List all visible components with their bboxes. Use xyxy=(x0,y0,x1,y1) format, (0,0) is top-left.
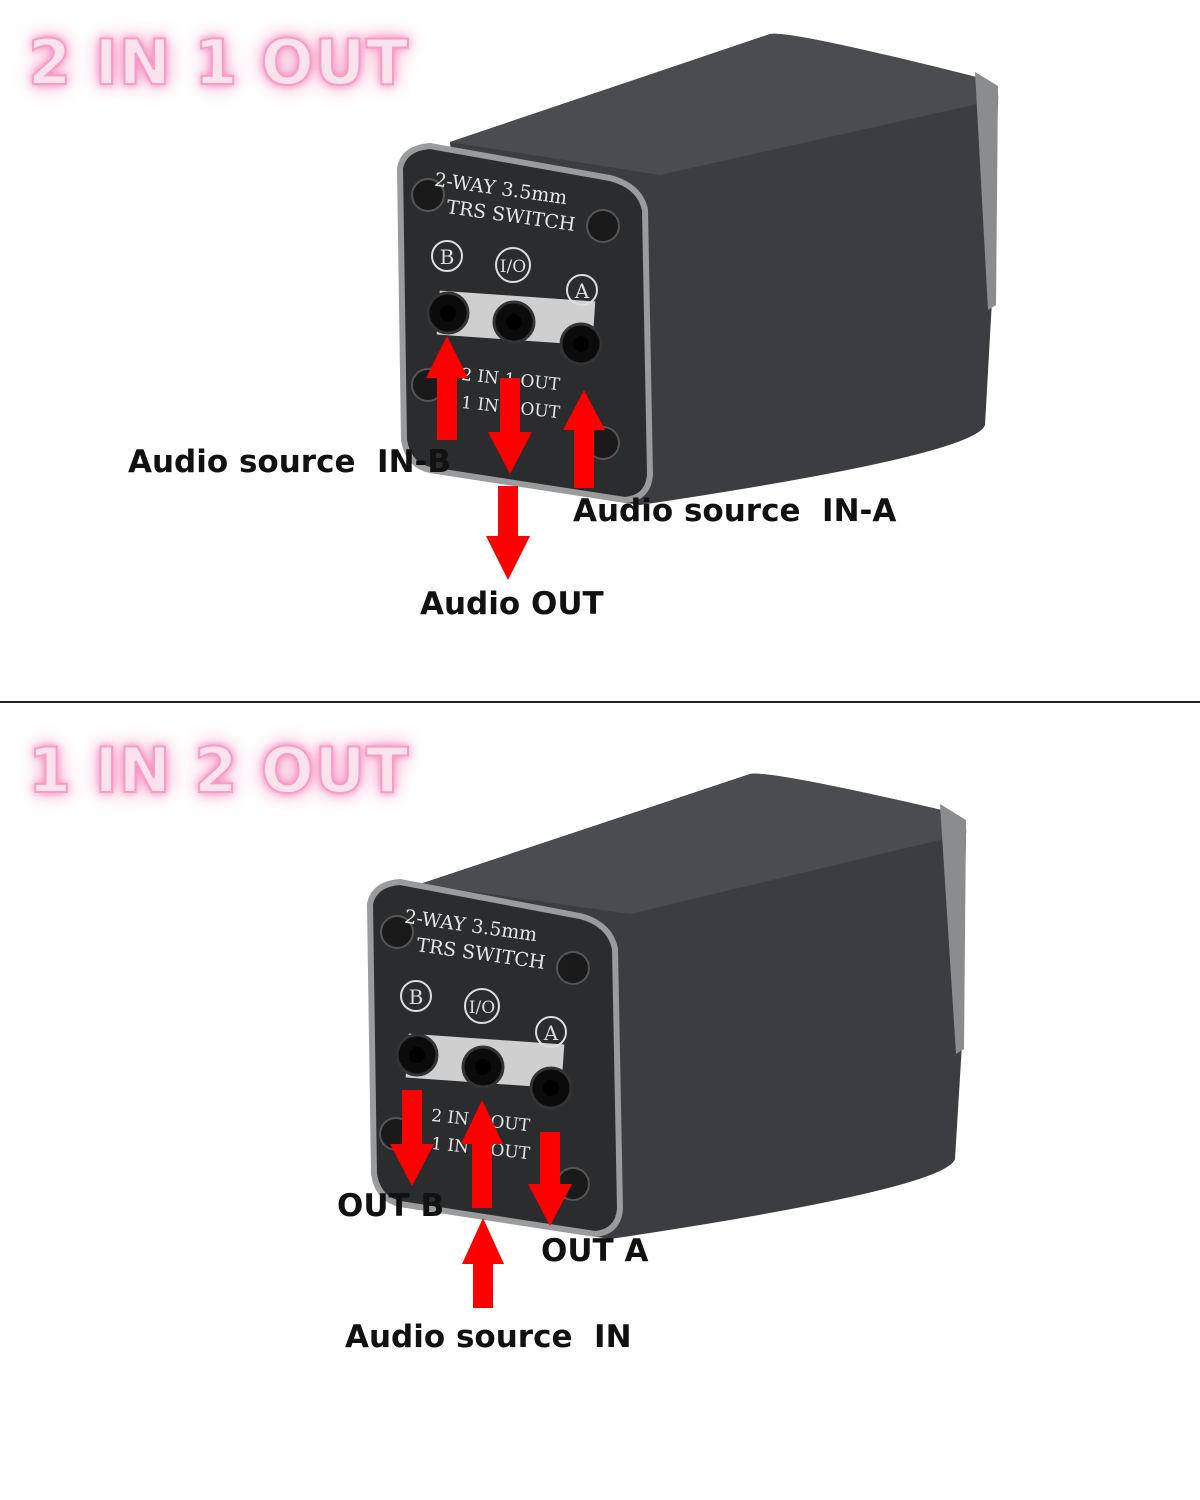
port-io-label: I/O xyxy=(500,257,526,277)
device-photo: B I/O A 2-WAY 3.5mm TRS SWITCH 2 IN 1 OU… xyxy=(396,33,999,580)
label-audio-source-in-b: Audio source IN-B xyxy=(128,444,452,480)
label-audio-source-in: Audio source IN xyxy=(345,1319,632,1355)
port-b-label: B xyxy=(440,245,455,269)
arrow-up-icon xyxy=(461,1100,503,1208)
mode-title: 2 IN 1 OUT xyxy=(27,25,410,100)
label-audio-out: Audio OUT xyxy=(420,586,604,622)
port-io-label: I/O xyxy=(469,998,495,1018)
arrow-down-icon xyxy=(528,1132,572,1226)
enclosure-top-edge xyxy=(450,33,995,175)
arrow-down-icon xyxy=(488,378,532,474)
arrow-down-icon xyxy=(486,486,530,580)
label-out-a: OUT A xyxy=(541,1233,649,1269)
arrow-up-icon xyxy=(563,390,605,488)
panel-2in1out: 2 IN 1 OUT B I/O A 2-WAY 3.5mm TRS SWITC… xyxy=(0,0,1200,702)
mode-title: 1 IN 2 OUT xyxy=(27,733,410,808)
port-a-label: A xyxy=(543,1021,559,1045)
port-b-label: B xyxy=(409,985,424,1009)
arrow-up-icon xyxy=(462,1218,504,1308)
label-audio-source-in-a: Audio source IN-A xyxy=(573,493,897,529)
section-divider xyxy=(0,701,1200,703)
arrow-down-icon xyxy=(390,1090,434,1186)
device-photo: B I/O A 2-WAY 3.5mm TRS SWITCH 2 IN 1 OU… xyxy=(366,773,967,1308)
port-a-label: A xyxy=(574,279,590,303)
enclosure-top-edge xyxy=(420,773,965,914)
panel-1in2out: 1 IN 2 OUT B I/O A 2-WAY 3.5mm TRS SWITC… xyxy=(0,704,1200,1500)
enclosure-end-cap xyxy=(975,72,998,310)
enclosure-end-cap xyxy=(940,804,966,1054)
arrow-up-icon xyxy=(426,336,468,440)
label-out-b: OUT B xyxy=(337,1188,445,1224)
